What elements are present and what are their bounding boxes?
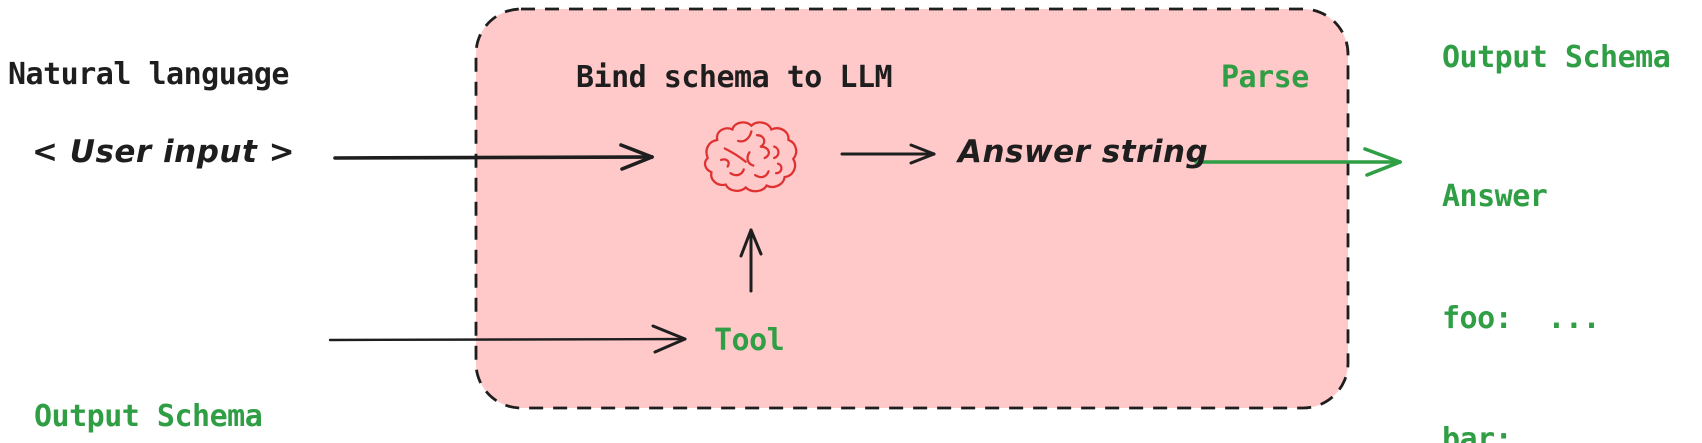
parse-label: Parse [1221, 60, 1309, 95]
natural-language-heading: Natural language [8, 57, 289, 92]
schema-bar-right: bar: ... [1442, 422, 1601, 443]
arrow-answer-to-output [1194, 147, 1402, 177]
arrow-schema-to-tool [328, 324, 687, 354]
arrow-user-input-to-llm [333, 143, 654, 171]
arrow-llm-to-answer [840, 143, 936, 165]
user-input-label: < User input > [32, 134, 296, 170]
output-schema-left: Output Schema foo: ... bar: ... [34, 316, 263, 443]
arrow-tool-to-llm [739, 228, 763, 293]
answer-field-label: Answer [1442, 179, 1548, 214]
output-schema-right: Answer foo: ... bar: ... [1442, 96, 1601, 443]
brain-icon [703, 121, 798, 193]
answer-string-label: Answer string [958, 134, 1209, 170]
output-schema-right-title: Output Schema [1442, 40, 1671, 75]
schema-foo-right: foo: ... [1442, 300, 1601, 336]
output-schema-left-title: Output Schema [34, 399, 263, 434]
tool-label: Tool [714, 323, 785, 358]
bind-schema-title: Bind schema to LLM [576, 60, 893, 95]
bind-schema-box [474, 7, 1350, 410]
